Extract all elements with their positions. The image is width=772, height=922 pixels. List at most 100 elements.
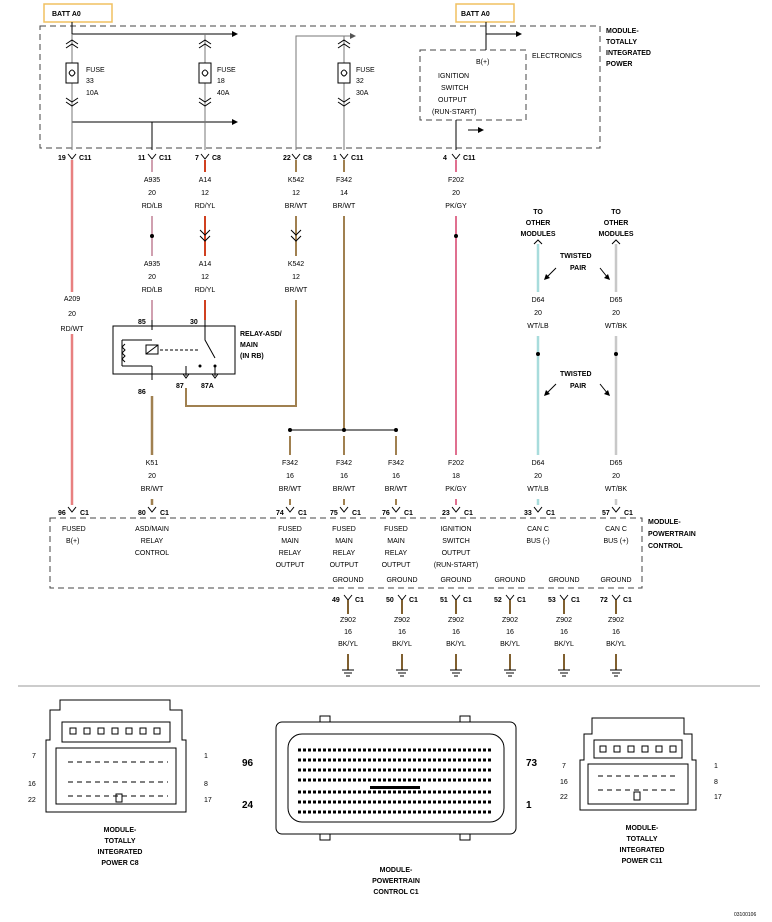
svg-text:CAN C: CAN C xyxy=(605,526,627,533)
svg-text:BR/WT: BR/WT xyxy=(279,486,302,493)
svg-text:53: 53 xyxy=(548,597,556,604)
svg-text:16: 16 xyxy=(286,473,294,480)
svg-text:BK/YL: BK/YL xyxy=(606,641,626,648)
svg-text:RD/YL: RD/YL xyxy=(195,287,216,294)
svg-text:F202: F202 xyxy=(448,177,464,184)
svg-text:75: 75 xyxy=(330,510,338,517)
svg-text:50: 50 xyxy=(386,597,394,604)
svg-text:C1: C1 xyxy=(404,510,413,517)
svg-text:F202: F202 xyxy=(448,460,464,467)
svg-text:BK/YL: BK/YL xyxy=(338,641,358,648)
svg-text:FUSED: FUSED xyxy=(278,526,302,533)
svg-text:F342: F342 xyxy=(336,177,352,184)
svg-text:POWER: POWER xyxy=(606,61,632,68)
tip-pin-22: 22 C8 xyxy=(283,153,312,162)
tip-pin-11: 11 C11 xyxy=(138,153,172,162)
svg-text:(RUN-START): (RUN-START) xyxy=(432,109,476,116)
svg-text:SWITCH: SWITCH xyxy=(442,538,470,545)
svg-text:CONTROL: CONTROL xyxy=(648,543,683,550)
svg-text:OUTPUT: OUTPUT xyxy=(438,97,468,104)
ground-53: GROUND 53 C1 Z902 16 BK/YL xyxy=(548,577,580,677)
svg-text:Z902: Z902 xyxy=(608,617,624,624)
svg-text:96: 96 xyxy=(242,758,254,769)
svg-text:CONTROL C1: CONTROL C1 xyxy=(373,889,418,896)
f342-splice: F342 16 BR/WT F342 16 BR/WT F342 16 BR/W… xyxy=(274,428,412,505)
wire-k542: K542 12 BR/WT K542 12 BR/WT xyxy=(185,160,312,407)
svg-text:C11: C11 xyxy=(351,155,364,162)
svg-text:C1: C1 xyxy=(623,597,632,604)
svg-text:17: 17 xyxy=(714,794,722,801)
batt-a0-box-right xyxy=(455,3,515,23)
svg-text:10A: 10A xyxy=(86,90,99,97)
relay-asd-main: 85 30 86 87 87A RELAY-ASD/ MAIN (IN RB) xyxy=(112,319,282,396)
wire-d64: D64 20 WT/LB D64 20 WT/LB xyxy=(522,244,554,505)
pcm-pin-33: 33 C1 CAN C BUS (-) xyxy=(524,506,555,545)
svg-text:B(+): B(+) xyxy=(66,538,79,545)
svg-text:16: 16 xyxy=(398,629,406,636)
svg-text:11: 11 xyxy=(138,155,146,162)
svg-text:GROUND: GROUND xyxy=(386,577,417,584)
svg-text:BR/WT: BR/WT xyxy=(285,203,308,210)
svg-text:TO: TO xyxy=(611,209,621,216)
svg-text:A14: A14 xyxy=(199,261,212,268)
svg-text:TOTALLY: TOTALLY xyxy=(606,39,637,46)
svg-text:74: 74 xyxy=(276,510,284,517)
svg-text:WT/LB: WT/LB xyxy=(527,323,549,330)
svg-text:RD/WT: RD/WT xyxy=(61,326,85,333)
svg-text:51: 51 xyxy=(440,597,448,604)
svg-text:BK/YL: BK/YL xyxy=(392,641,412,648)
svg-text:K542: K542 xyxy=(288,261,304,268)
svg-text:BUS (+): BUS (+) xyxy=(603,538,628,545)
batt-a0-label-left: BATT A0 xyxy=(52,11,81,18)
svg-text:BR/WT: BR/WT xyxy=(141,486,164,493)
pcm-pin-75: 75 C1 FUSED MAIN RELAY OUTPUT xyxy=(330,506,361,569)
tip-pin-19: 19 C11 xyxy=(58,153,92,162)
svg-text:Z902: Z902 xyxy=(394,617,410,624)
svg-text:C1: C1 xyxy=(298,510,307,517)
svg-text:BK/YL: BK/YL xyxy=(554,641,574,648)
svg-text:SWITCH: SWITCH xyxy=(441,85,469,92)
svg-text:87A: 87A xyxy=(201,383,214,390)
svg-text:BK/YL: BK/YL xyxy=(446,641,466,648)
svg-text:16: 16 xyxy=(612,629,620,636)
svg-text:52: 52 xyxy=(494,597,502,604)
svg-text:16: 16 xyxy=(344,629,352,636)
ground-52: GROUND 52 C1 Z902 16 BK/YL xyxy=(494,577,526,677)
fuse-18: FUSE 18 40A xyxy=(198,34,236,150)
svg-text:WT/LB: WT/LB xyxy=(527,486,549,493)
svg-text:MAIN: MAIN xyxy=(281,538,299,545)
svg-text:C1: C1 xyxy=(80,510,89,517)
wire-a935: A935 20 RD/LB A935 20 RD/LB xyxy=(136,160,168,320)
svg-text:A14: A14 xyxy=(199,177,212,184)
svg-text:Z902: Z902 xyxy=(556,617,572,624)
svg-text:20: 20 xyxy=(452,190,460,197)
svg-text:MODULES: MODULES xyxy=(521,231,556,238)
wire-f202: F202 20 PK/GY F202 18 PK/GY xyxy=(440,160,472,505)
svg-text:C8: C8 xyxy=(212,155,221,162)
pcm-pin-96: 96 C1 FUSED B(+) xyxy=(58,506,89,545)
wire-d65: D65 20 WT/BK D65 20 WT/BK xyxy=(600,244,632,505)
svg-text:RELAY: RELAY xyxy=(385,550,408,557)
svg-text:TWISTED: TWISTED xyxy=(560,371,592,378)
svg-text:(RUN-START): (RUN-START) xyxy=(434,562,478,569)
svg-text:K542: K542 xyxy=(288,177,304,184)
svg-text:CONTROL: CONTROL xyxy=(135,550,169,557)
svg-text:OTHER: OTHER xyxy=(526,220,551,227)
svg-text:MODULE-: MODULE- xyxy=(648,519,681,526)
svg-text:C1: C1 xyxy=(517,597,526,604)
svg-text:F342: F342 xyxy=(336,460,352,467)
svg-text:16: 16 xyxy=(392,473,400,480)
svg-text:C1: C1 xyxy=(463,597,472,604)
svg-text:30A: 30A xyxy=(356,90,369,97)
ground-50: GROUND 50 C1 Z902 16 BK/YL xyxy=(386,577,418,677)
svg-text:A209: A209 xyxy=(64,296,80,303)
tip-pin-7: 7 C8 xyxy=(195,153,221,162)
svg-text:Z902: Z902 xyxy=(340,617,356,624)
pcm-pin-76: 76 C1 FUSED MAIN RELAY OUTPUT xyxy=(382,506,413,569)
svg-text:1: 1 xyxy=(333,155,337,162)
pcm-pin-57: 57 C1 CAN C BUS (+) xyxy=(602,506,633,545)
svg-text:BR/WT: BR/WT xyxy=(385,486,408,493)
svg-text:OUTPUT: OUTPUT xyxy=(330,562,360,569)
wire-a14: A14 12 RD/YL A14 12 RD/YL xyxy=(190,160,220,320)
